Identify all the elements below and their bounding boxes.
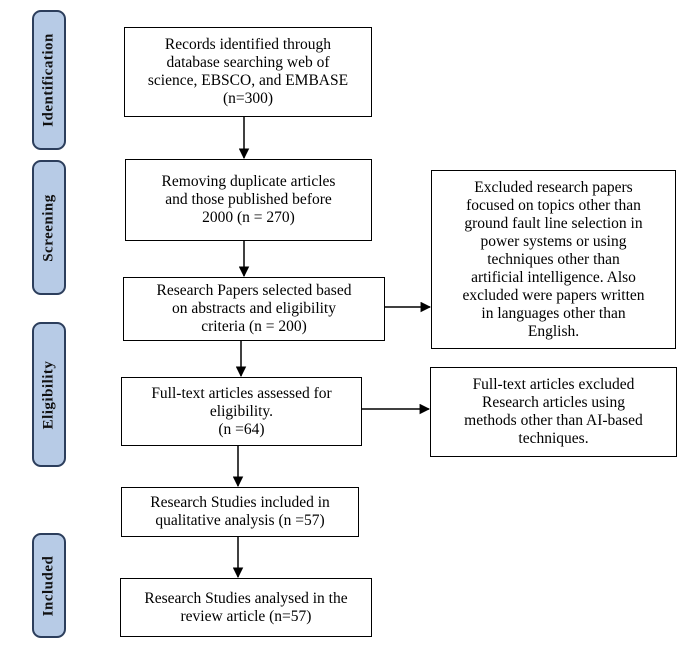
qualitative-text: Research Studies included in qualitative… [150,494,330,529]
box-papers-selected: Research Papers selected based on abstra… [123,277,385,341]
phase-screening: Screening [32,160,66,295]
analysed-text: Research Studies analysed in the review … [144,589,348,625]
box-fulltext-assessed: Full-text articles assessed for eligibil… [121,377,362,446]
phase-identification: Identification [32,10,66,150]
box-excluded-papers: Excluded research papers focused on topi… [431,170,676,349]
fulltext-assessed-text: Full-text articles assessed for eligibil… [151,384,332,438]
phase-included: Included [32,533,66,638]
papers-selected-text: Research Papers selected based on abstra… [156,282,352,335]
records-identified-text: Records identified through database sear… [147,36,349,107]
box-records-identified: Records identified through database sear… [124,27,372,117]
box-review-analysed: Research Studies analysed in the review … [120,578,372,637]
excluded-papers-text: Excluded research papers focused on topi… [462,178,645,340]
phase-eligibility: Eligibility [32,322,66,467]
duplicates-removed-text: Removing duplicate articles and those pu… [161,173,336,226]
fulltext-excluded-text: Full-text articles excluded Research art… [464,376,643,447]
box-fulltext-excluded: Full-text articles excluded Research art… [430,367,677,457]
box-qualitative-analysis: Research Studies included in qualitative… [121,487,359,537]
box-duplicates-removed: Removing duplicate articles and those pu… [125,159,372,241]
